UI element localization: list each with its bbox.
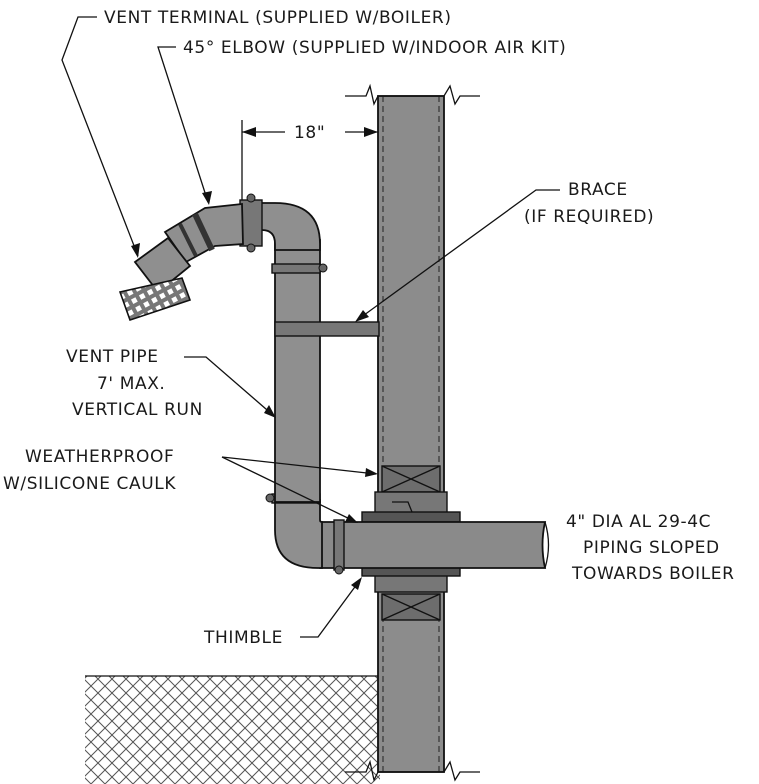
ground-soil: [85, 675, 380, 784]
vertical-vent-pipe: [271, 239, 328, 503]
label-vent-pipe-1: VENT PIPE: [66, 347, 159, 367]
dimension-label: 18": [294, 123, 325, 143]
label-vent-pipe-2: 7' MAX.: [97, 374, 165, 394]
lower-elbow: [265, 493, 323, 569]
label-brace-1: BRACE: [568, 180, 628, 200]
vent-terminal: [118, 236, 192, 322]
brace: [274, 321, 380, 337]
label-vent-terminal: VENT TERMINAL (SUPPLIED W/BOILER): [104, 8, 452, 28]
label-piping-2: PIPING SLOPED: [583, 538, 720, 558]
label-weatherproof-2: W/SILICONE CAULK: [3, 474, 176, 494]
exterior-wall: [345, 83, 480, 782]
label-thimble: THIMBLE: [203, 628, 283, 648]
wall-blocking-lower: [381, 593, 441, 621]
label-brace-2: (IF REQUIRED): [524, 207, 654, 227]
thimble: [361, 491, 461, 593]
upper-elbow: [239, 193, 321, 253]
horizontal-vent-pipe: [319, 519, 550, 575]
dimension-18-inch: 18": [241, 120, 378, 200]
label-piping-3: TOWARDS BOILER: [571, 564, 735, 584]
label-45-elbow: 45° ELBOW (SUPPLIED W/INDOOR AIR KIT): [183, 38, 566, 58]
label-vent-pipe-3: VERTICAL RUN: [72, 400, 203, 420]
callout-labels: VENT TERMINAL (SUPPLIED W/BOILER) 45° EL…: [3, 8, 735, 648]
wall-blocking-upper: [381, 465, 441, 493]
label-weatherproof-1: WEATHERPROOF: [25, 447, 174, 467]
leader-lines: [61, 16, 560, 638]
label-piping-1: 4" DIA AL 29-4C: [566, 512, 711, 532]
